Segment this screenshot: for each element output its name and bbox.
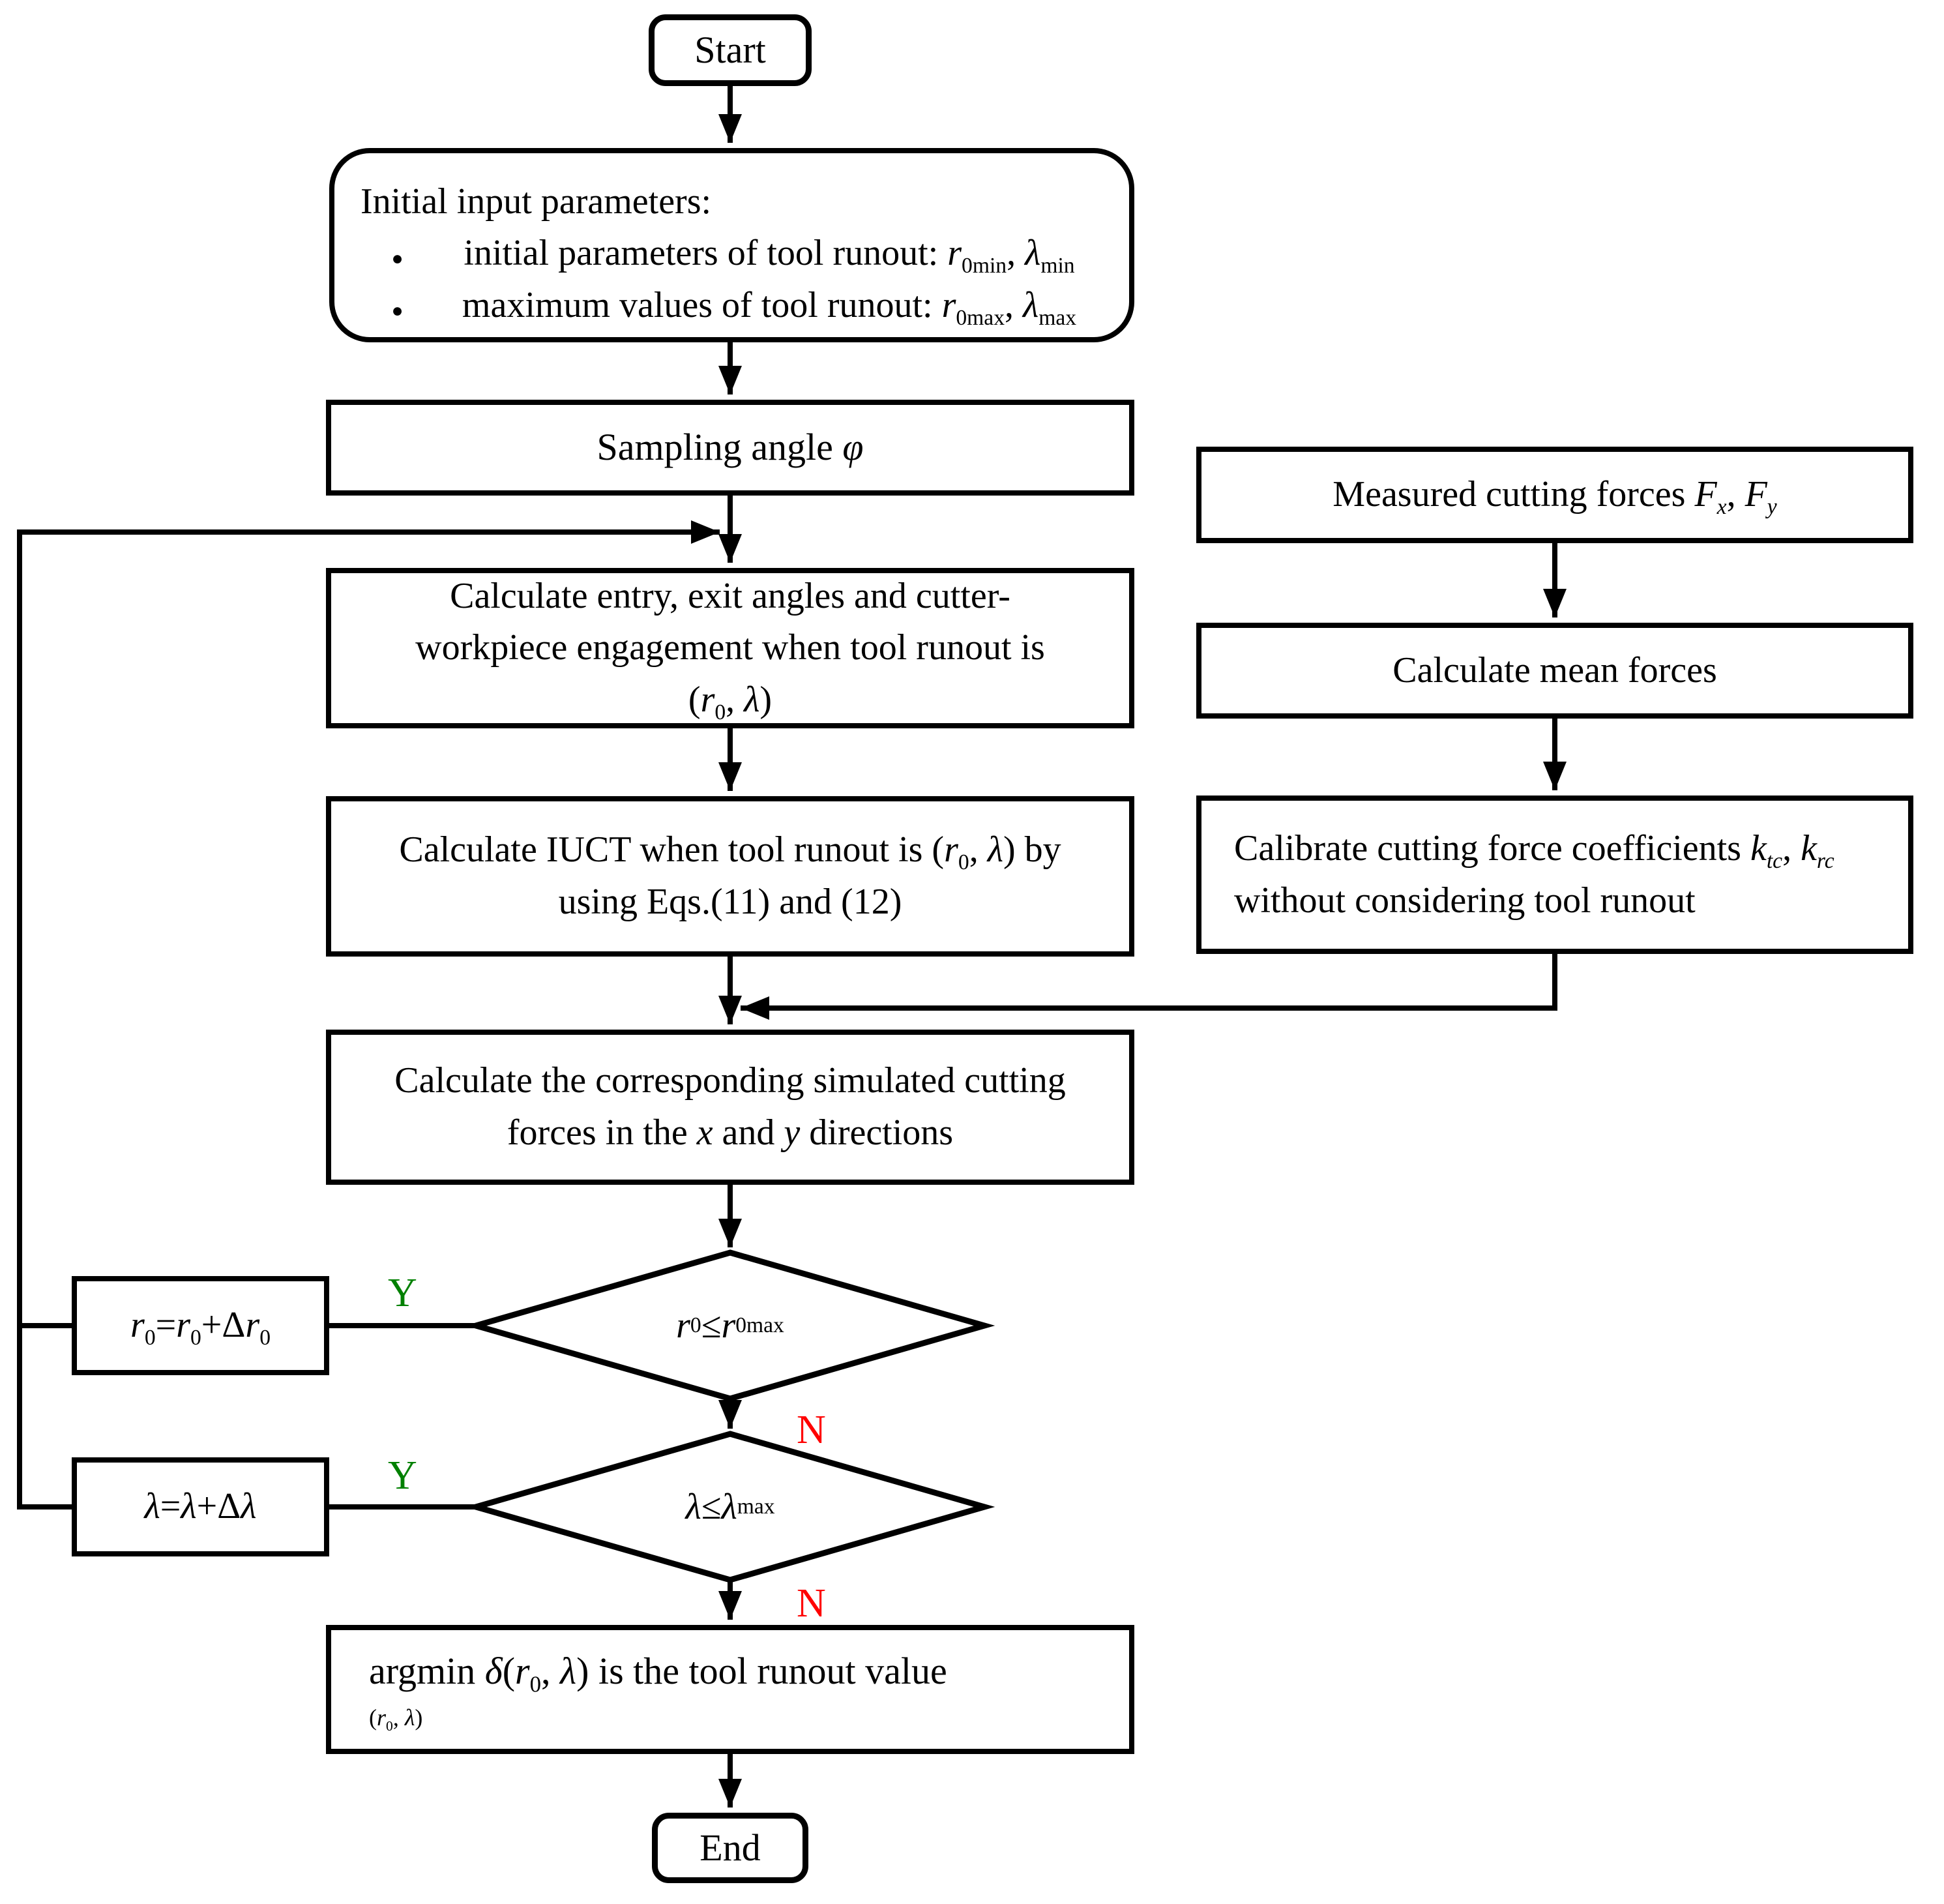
- yes-label-lambda: Y: [388, 1453, 417, 1498]
- sampling-angle-label: Sampling angle φ: [596, 426, 864, 469]
- measured-forces-label: Measured cutting forces Fx, Fy: [1333, 474, 1777, 520]
- simulated-forces-label: Calculate the corresponding simulated cu…: [394, 1060, 1066, 1153]
- sampling-angle-node: Sampling angle φ: [326, 400, 1134, 496]
- iuct-label: Calculate IUCT when tool runout is (r0, …: [399, 829, 1061, 922]
- calibrate-node: Calibrate cutting force coefficients ktc…: [1196, 796, 1913, 954]
- initial-inputs-bullet-2: maximum values of tool runout: r0max, λm…: [462, 284, 1077, 330]
- mean-forces-label: Calculate mean forces: [1392, 649, 1717, 691]
- increment-lambda-label: λ=λ+Δλ: [144, 1486, 257, 1527]
- decision-r0-diamond: [465, 1249, 995, 1402]
- end-node: End: [652, 1813, 808, 1883]
- entry-exit-label: Calculate entry, exit angles and cutter-…: [415, 575, 1045, 724]
- argmin-content: argmin δ(r0, λ) is the tool runout value…: [331, 1644, 1129, 1734]
- list-item: ● initial parameters of tool runout: r0m…: [361, 228, 1116, 280]
- initial-inputs-title: Initial input parameters:: [361, 181, 712, 222]
- bullet-icon: ●: [391, 248, 404, 270]
- initial-inputs-bullet-1: initial parameters of tool runout: r0min…: [464, 233, 1075, 278]
- increment-lambda-node: λ=λ+Δλ: [72, 1457, 329, 1556]
- arrow-calibrate-to-join: [741, 953, 1557, 1020]
- no-label-r0: N: [797, 1408, 826, 1452]
- entry-exit-node: Calculate entry, exit angles and cutter-…: [326, 568, 1134, 728]
- increment-r0-label: r0=r0+Δr0: [130, 1305, 271, 1350]
- feedback-loop-line: [17, 520, 720, 1507]
- measured-forces-node: Measured cutting forces Fx, Fy: [1196, 447, 1913, 543]
- list-item: ● maximum values of tool runout: r0max, …: [361, 280, 1116, 332]
- calibrate-label: Calibrate cutting force coefficients ktc…: [1234, 827, 1834, 921]
- yes-label-r0: Y: [388, 1271, 417, 1315]
- increment-r0-node: r0=r0+Δr0: [72, 1276, 329, 1375]
- simulated-forces-node: Calculate the corresponding simulated cu…: [326, 1030, 1134, 1185]
- initial-inputs-content: Initial input parameters: ● initial para…: [334, 159, 1129, 332]
- iuct-node: Calculate IUCT when tool runout is (r0, …: [326, 796, 1134, 957]
- mean-forces-node: Calculate mean forces: [1196, 623, 1913, 719]
- initial-inputs-node: Initial input parameters: ● initial para…: [329, 148, 1134, 342]
- argmin-subscript-label: (r0, λ): [369, 1704, 423, 1734]
- bullet-icon: ●: [391, 299, 404, 321]
- start-node: Start: [649, 14, 812, 86]
- argmin-main-label: argmin δ(r0, λ) is the tool runout value: [369, 1650, 947, 1697]
- start-label: Start: [694, 28, 766, 71]
- argmin-node: argmin δ(r0, λ) is the tool runout value…: [326, 1625, 1134, 1754]
- decision-lambda-diamond: [465, 1431, 995, 1583]
- end-label: End: [700, 1826, 761, 1869]
- no-label-lambda: N: [797, 1581, 826, 1626]
